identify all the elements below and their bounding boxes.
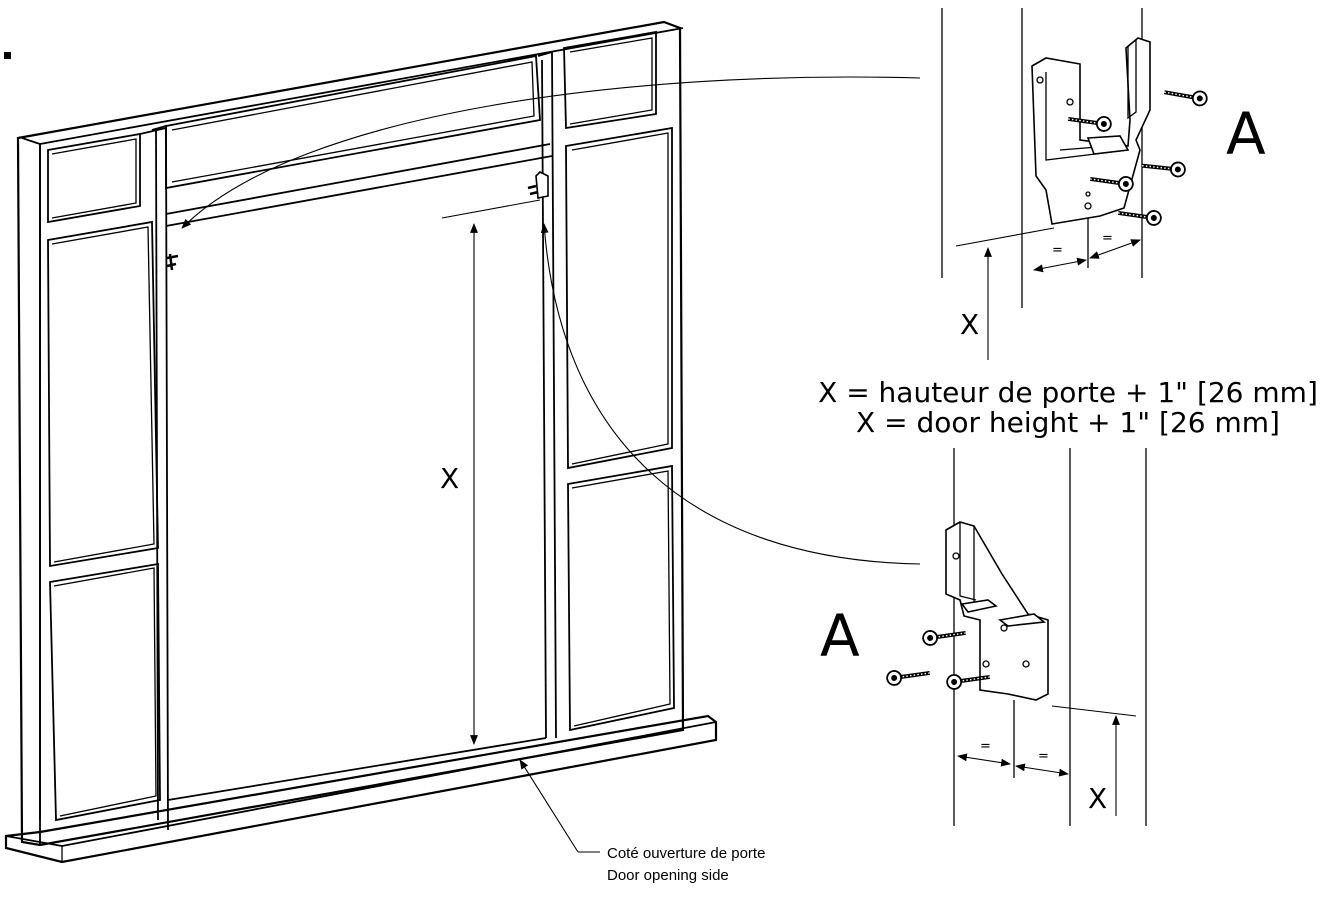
bottom-detail-letter: A bbox=[820, 602, 860, 670]
door-opening-label-en: Door opening side bbox=[607, 867, 729, 884]
door-opening-label-fr: Coté ouverture de porte bbox=[607, 845, 765, 862]
detail-a-top: = = X A bbox=[941, 8, 1266, 360]
detail-a-bottom: = = X A bbox=[820, 448, 1147, 826]
main-x-label: X bbox=[440, 462, 459, 495]
door-opening-pointer: Coté ouverture de porte Door opening sid… bbox=[519, 759, 765, 884]
callout-curves bbox=[181, 76, 921, 565]
corner-marker bbox=[4, 52, 11, 59]
bottom-equal-right: = bbox=[1038, 749, 1049, 764]
top-detail-letter: A bbox=[1226, 100, 1266, 168]
bottom-x-label: X bbox=[1088, 782, 1107, 815]
bottom-equal-left: = bbox=[980, 739, 991, 754]
door-frame-drawing bbox=[4, 20, 718, 864]
hinge-bracket-left-marker bbox=[166, 253, 179, 271]
hinge-bracket-right-marker bbox=[527, 171, 549, 199]
top-equal-right: = bbox=[1102, 231, 1113, 246]
formula-en: X = door height + 1" [26 mm] bbox=[856, 406, 1280, 439]
formula-block: X = hauteur de porte + 1" [26 mm] X = do… bbox=[818, 376, 1318, 439]
top-x-label: X bbox=[960, 308, 979, 341]
top-equal-left: = bbox=[1052, 243, 1063, 258]
formula-fr: X = hauteur de porte + 1" [26 mm] bbox=[818, 376, 1318, 409]
main-x-dimension: X bbox=[440, 199, 541, 745]
